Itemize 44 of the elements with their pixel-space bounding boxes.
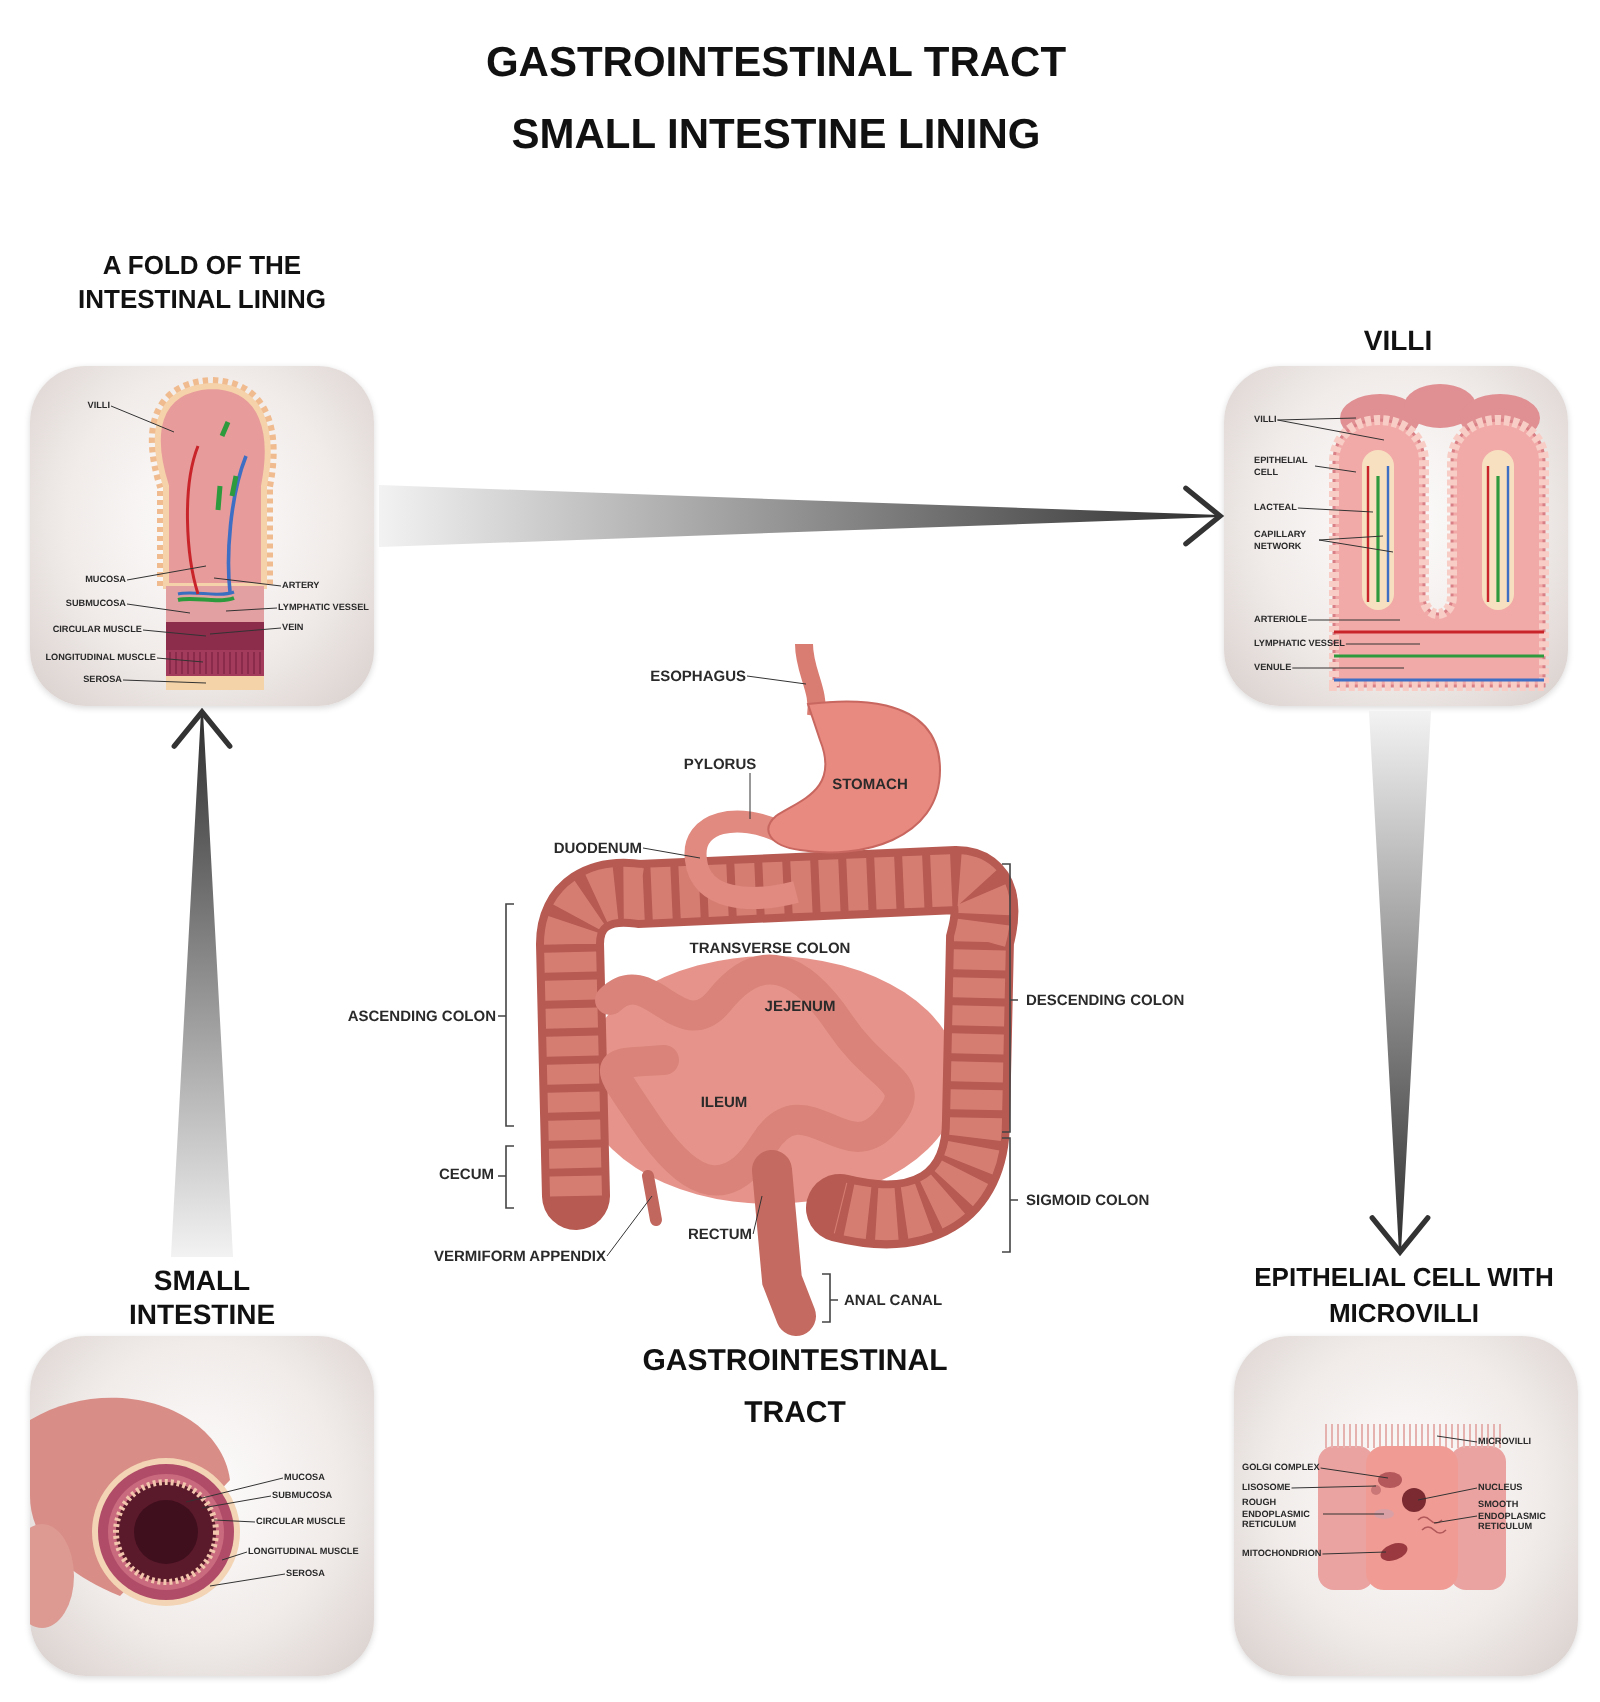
leader-line: [201, 1495, 272, 1509]
arrow: [171, 709, 233, 1257]
leader-line: [209, 627, 282, 635]
leader-line: [1433, 1515, 1478, 1524]
leader-line: [1291, 667, 1405, 669]
leader-line: [752, 1195, 763, 1235]
leader-line: [1276, 417, 1357, 421]
panel-title: A FOLD OF THE INTESTINAL LINING: [76, 248, 328, 316]
leader-line: [1321, 1551, 1387, 1555]
leader-line: [746, 675, 807, 685]
arrow: [379, 485, 1223, 547]
panel-title: GASTROINTESTINAL TRACT: [640, 1342, 950, 1434]
leader-line: [225, 607, 278, 612]
leader-line: [122, 679, 207, 684]
leader-line: [1307, 619, 1401, 621]
leader-line: [126, 565, 207, 581]
leader-line: [213, 1519, 256, 1523]
leader-line: [606, 1195, 653, 1257]
leader-line: [1314, 465, 1357, 473]
leader-line: [1345, 643, 1421, 645]
page-title: GASTROINTESTINAL TRACT SMALL INTESTINE LINING: [483, 38, 1069, 162]
leader-line: [749, 772, 751, 820]
leader-line: [1320, 1467, 1389, 1479]
leader-line: [1276, 419, 1385, 441]
leader-line: [1291, 1485, 1377, 1489]
leader-line: [1322, 1513, 1385, 1515]
leader-line: [1318, 535, 1384, 541]
leader-line: [156, 657, 204, 663]
leader-line: [642, 847, 701, 859]
leader-line: [1417, 1487, 1478, 1501]
leader-line: [185, 1477, 284, 1503]
leader-line: [1436, 1435, 1478, 1443]
leader-line: [1297, 507, 1374, 513]
leader-line: [142, 629, 207, 637]
panel-title: EPITHELIAL CELL WITH MICROVILLI: [1252, 1260, 1556, 1332]
leader-line: [221, 1551, 248, 1561]
leader-line: [209, 1573, 286, 1587]
arrow: [1369, 711, 1431, 1255]
leader-line: [110, 405, 175, 433]
panel-title: SMALL INTESTINE: [126, 1264, 278, 1332]
leader-line: [213, 577, 282, 587]
leader-line: [1318, 539, 1394, 553]
leader-line: [126, 603, 191, 614]
panel-title: VILLI: [1361, 324, 1435, 358]
